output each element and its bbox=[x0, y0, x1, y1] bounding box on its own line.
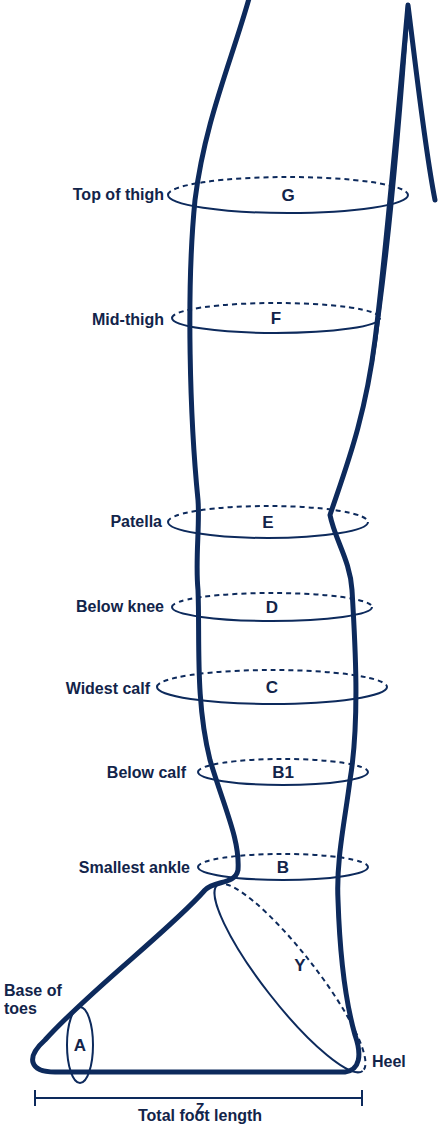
girth-ellipse: C bbox=[151, 566, 393, 808]
measure-label: Base of toes bbox=[4, 982, 68, 1019]
leg-outline bbox=[33, 0, 435, 1072]
girth-letter: Y bbox=[294, 957, 305, 974]
measure-label: Heel bbox=[372, 1053, 406, 1071]
measure-label: Top of thigh bbox=[73, 186, 164, 204]
buttock-edge bbox=[372, 5, 408, 362]
girth-letter: D bbox=[266, 599, 278, 616]
girth-letter: G bbox=[281, 187, 294, 204]
measure-label: Below knee bbox=[76, 598, 164, 616]
girth-letter: B1 bbox=[272, 764, 294, 781]
measure-label: Smallest ankle bbox=[79, 859, 190, 877]
measure-label: Patella bbox=[110, 513, 162, 531]
girth-letter: E bbox=[262, 514, 273, 531]
measure-label: Below calf bbox=[107, 764, 186, 782]
girth-letter: C bbox=[266, 679, 278, 696]
measure-label: Total foot length bbox=[138, 1107, 262, 1125]
girth-ellipse: G bbox=[162, 69, 414, 321]
measure-label: Mid-thigh bbox=[92, 311, 164, 329]
girth-ellipse: A bbox=[36, 1001, 124, 1089]
girth-letter: A bbox=[74, 1037, 86, 1054]
measure-label: Widest calf bbox=[66, 680, 150, 698]
girth-ellipse: F bbox=[166, 208, 386, 428]
girth-ellipse: B1 bbox=[192, 681, 374, 863]
girth-letter: B bbox=[277, 859, 289, 876]
girth-letter: F bbox=[271, 310, 281, 327]
